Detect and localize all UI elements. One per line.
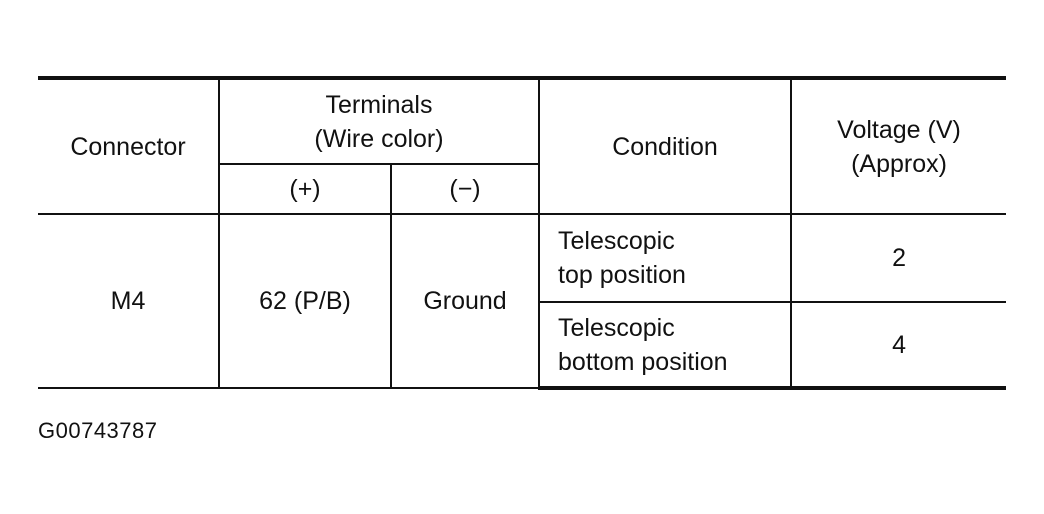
cell-condition-top: Telescopic top position [538,213,793,303]
table-subheader-row: (+) (−) [38,163,1006,215]
table-row: Telescopic bottom position 4 [38,301,1007,390]
header-minus: (−) [389,163,540,215]
cell-plus-terminal: 62 (P/B) [218,213,392,389]
header-voltage-line1: Voltage (V) [837,115,961,144]
header-voltage: Voltage (V) (Approx) [790,76,1007,215]
header-connector: Connector [38,76,220,215]
condition-bottom-line2: bottom position [558,347,728,376]
cell-condition-bottom: Telescopic bottom position [539,301,793,390]
cell-voltage-bottom: 4 [790,301,1007,390]
table-row: M4 62 (P/B) Ground Telescopic top positi… [38,213,1007,389]
table-header-row: Connector Terminals (Wire color) Conditi… [38,76,1007,215]
figure-id: G00743787 [38,418,158,443]
condition-top-line2: top position [558,261,686,289]
cell-voltage-top: 2 [790,213,1007,303]
header-terminals-line1: Terminals [325,90,433,119]
connector-voltage-table: Connector Terminals (Wire color) Conditi… [38,76,1007,390]
header-terminals-line2: (Wire color) [314,124,444,153]
header-plus: (+) [219,163,392,215]
cell-minus-terminal: Ground [389,213,541,389]
header-terminals: Terminals (Wire color) [217,76,541,165]
cell-connector: M4 [38,213,220,389]
condition-top-line1: Telescopic [558,227,675,255]
header-voltage-line2: (Approx) [851,149,947,178]
condition-bottom-line1: Telescopic [558,313,675,342]
header-condition: Condition [538,76,793,215]
